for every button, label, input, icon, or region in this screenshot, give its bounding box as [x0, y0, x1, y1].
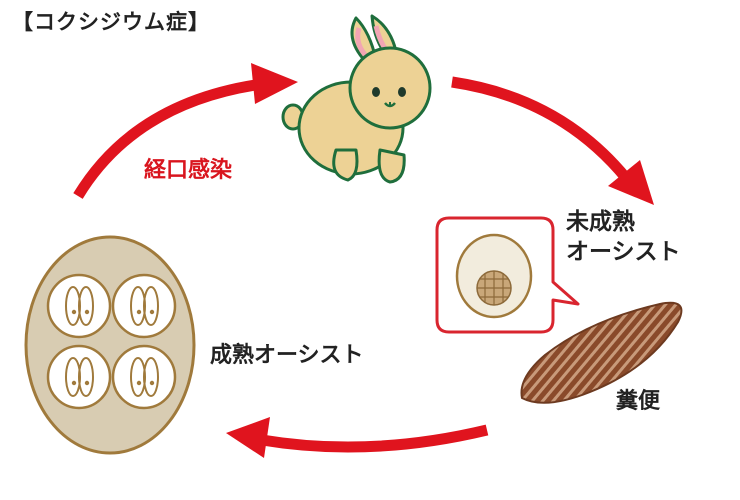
arrow-rabbit-to-feces [451, 76, 654, 205]
sporocyst [46, 273, 112, 339]
immature-oocyst-icon [455, 233, 533, 319]
label-mature-oocyst: 成熟オーシスト [210, 343, 364, 368]
rabbit-icon [281, 14, 432, 184]
label-oral-infection: 経口感染 [144, 158, 233, 183]
sporocyst [111, 273, 177, 339]
immature-oocyst-callout [435, 216, 580, 334]
label-immature-oocyst: 未成熟 オーシスト [566, 207, 681, 267]
arrow-oral-infection [73, 63, 298, 199]
label-feces: 糞便 [616, 389, 661, 414]
sporocyst [46, 344, 112, 410]
label-immature-oocyst-line1: 未成熟 [566, 209, 635, 235]
arrow-feces-to-mature [226, 417, 489, 458]
sporocyst [111, 344, 177, 410]
label-immature-oocyst-line2: オーシスト [566, 239, 681, 265]
mature-oocyst-icon [24, 235, 196, 455]
diagram-title: 【コクシジウム症】 [12, 10, 210, 34]
feces-icon [520, 301, 683, 404]
